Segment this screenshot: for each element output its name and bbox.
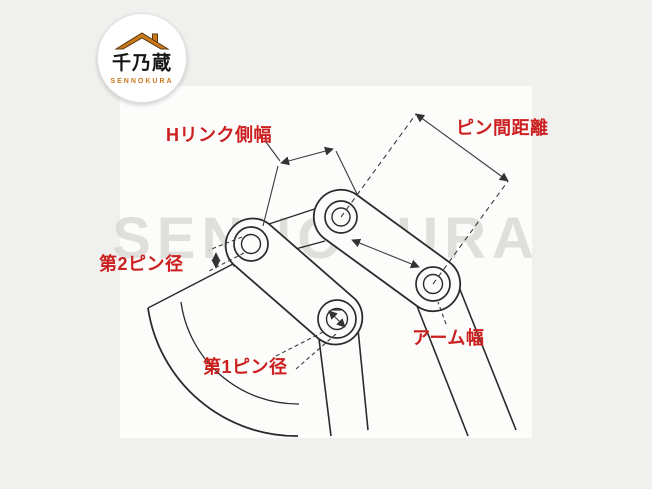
dim-pin-distance: [340, 113, 509, 285]
label-arm-width: アーム幅: [412, 328, 485, 348]
label-pin1-diameter: 第1ピン径: [203, 357, 288, 377]
dim-pin1-diameter: [275, 310, 346, 370]
bucket-outline: [147, 263, 300, 437]
sennokura-logo: 千乃蔵 SENNOKURA: [97, 13, 187, 103]
logo-subbrand-text: SENNOKURA: [110, 77, 174, 85]
dim-arm-width: [437, 301, 447, 325]
label-h-link-width: Hリンク側幅: [166, 125, 272, 145]
boss-front-top-hole: [240, 233, 262, 255]
logo-brand-text: 千乃蔵: [111, 53, 172, 75]
dim-h-link-width: [262, 141, 359, 227]
dim-pin2-diameter: [208, 236, 245, 272]
label-pin2-diameter: 第2ピン径: [99, 254, 184, 274]
label-pin-distance: ピン間距離: [456, 118, 549, 138]
kura-roof-icon: [114, 32, 170, 50]
